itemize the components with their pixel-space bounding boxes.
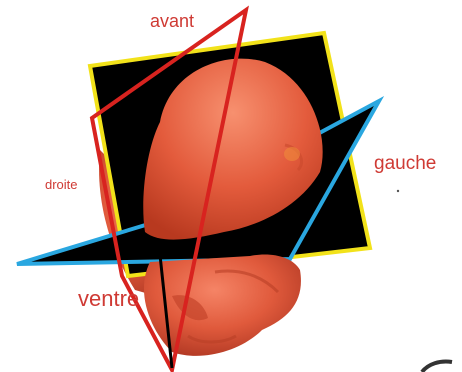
label-front: avant: [150, 12, 194, 30]
head-face: [144, 255, 301, 356]
corner-circle-fragment: [422, 361, 452, 372]
stray-dot: [397, 190, 399, 192]
label-left: gauche: [374, 154, 436, 173]
label-right: droite: [45, 178, 78, 191]
label-belly: ventre: [78, 288, 139, 310]
